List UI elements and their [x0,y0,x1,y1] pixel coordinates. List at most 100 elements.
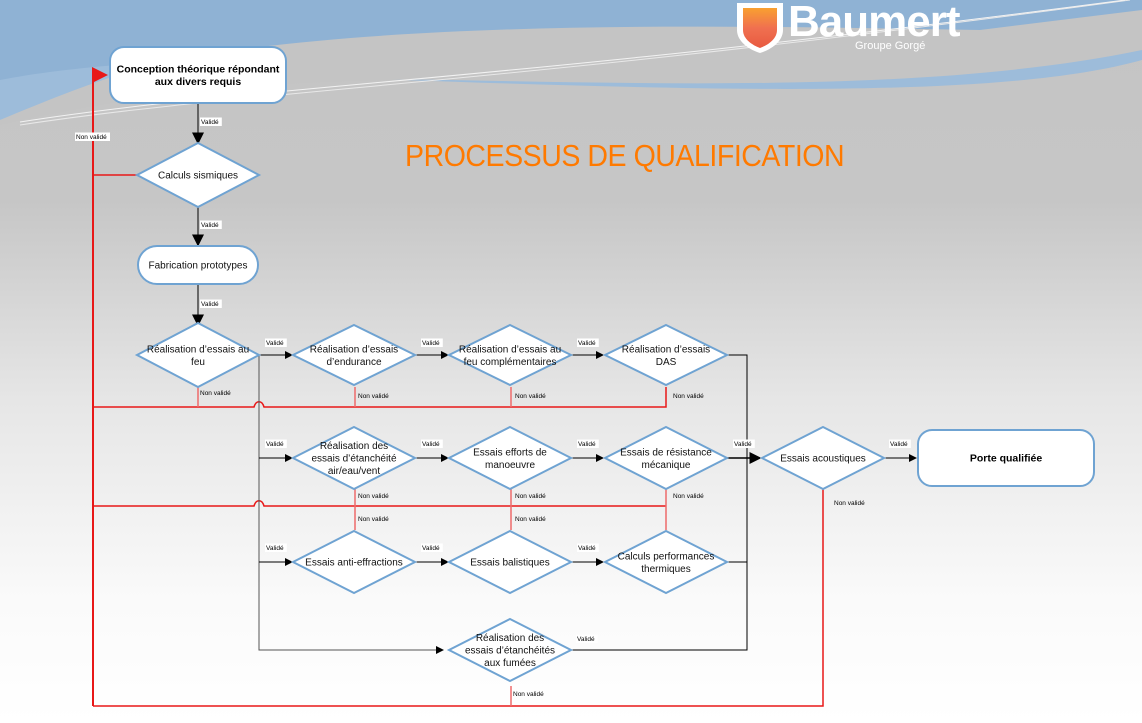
essais-feu-compl-label-line: Réalisation d’essais au [459,344,561,355]
not-valid-label: Non validé [358,493,389,500]
anti-effractions-shape [290,529,418,595]
essais-das-shape [602,323,730,387]
label-background [421,439,443,448]
valid-label: Validé [890,441,908,448]
label-background [265,439,287,448]
not-valid-label: Non validé [515,393,546,400]
node-essais-feu-compl: Réalisation d’essais au feu complémentair… [446,323,574,387]
conception-shape [109,46,287,104]
right-collector-line [571,354,748,651]
node-acoustiques: Essais acoustiques [759,425,887,491]
efforts-manoeuvre-shape [446,425,574,491]
valid-label: Validé [201,301,219,308]
not-valid-label: Non validé [673,493,704,500]
not-valid-label: Non validé [834,500,865,507]
node-balistiques: Essais balistiques [446,529,574,595]
not-valid-label: Non validé [515,493,546,500]
not-valid-label: Non validé [513,691,544,698]
valid-label: Validé [422,545,440,552]
valid-label: Validé [577,636,595,643]
etancheite-fumees-shape [446,617,574,683]
node-fabrication: Fabrication prototypes [137,245,259,285]
label-background [889,439,911,448]
resistance-meca-label-line: mécanique [642,460,691,471]
label-background [576,634,598,643]
perf-thermiques-shape [602,529,730,595]
conception-label-line: Conception théorique répondant [117,63,280,75]
label-background [200,220,222,229]
row2-invalid-line [93,500,666,507]
porte-qualifiee-shape [917,429,1095,487]
etancheite-air-label-line: air/eau/vent [328,466,380,477]
etancheite-fumees-label-line: aux fumées [484,658,536,669]
essais-feu-compl-label-line: feu complémentaires [464,357,557,368]
balistiques-shape [446,529,574,595]
label-background [265,338,287,347]
node-etancheite-air: Réalisation des essais d’étanchéitéair/ea… [290,425,418,491]
essais-endurance-shape [290,323,418,387]
essais-feu-shape [134,321,262,389]
fabrication-label-line: Fabrication prototypes [149,261,248,272]
resistance-meca-shape [602,425,730,491]
not-valid-label: Non validé [358,516,389,523]
swoosh-line-2 [19,0,1126,123]
anti-effractions-label-line: Essais anti-effractions [305,558,403,569]
not-valid-label: Non validé [200,390,231,397]
node-porte-qualifiee: Porte qualifiée [917,429,1095,487]
valid-label: Validé [266,545,284,552]
perf-thermiques-label-line: Calculs performances [618,551,715,562]
essais-feu-compl-shape [446,323,574,387]
label-background [577,439,599,448]
not-valid-label: Non validé [515,516,546,523]
etancheite-air-label-line: essais d’étanchéité [311,454,396,465]
logo-brand: Baumert [788,0,960,46]
label-background [200,117,222,126]
not-valid-label: Non validé [358,393,389,400]
node-essais-feu: Réalisation d’essais au feu [134,321,262,389]
perf-thermiques-label-line: thermiques [641,564,690,575]
label-background [577,543,599,552]
valid-label: Validé [422,340,440,347]
label-background [265,543,287,552]
calculs-sismiques-label-line: Calculs sismiques [158,171,238,182]
efforts-manoeuvre-label-line: manoeuvre [485,460,535,471]
grey-swoosh [0,10,1142,125]
essais-feu-label-line: Réalisation d’essais au [147,344,249,355]
not-valid-label: Non validé [673,393,704,400]
label-background [421,338,443,347]
valid-label: Validé [266,441,284,448]
valid-label: Validé [578,340,596,347]
valid-label: Validé [266,340,284,347]
node-anti-effractions: Essais anti-effractions [290,529,418,595]
etancheite-fumees-label-line: essais d’étanchéités [465,646,555,657]
etancheite-air-shape [290,425,418,491]
swoosh-line-1 [19,0,1131,126]
label-background [421,543,443,552]
row1-invalid-drops [197,387,512,407]
return-to-conception-line [92,67,108,706]
valid-label: Validé [578,545,596,552]
node-perf-thermiques: Calculs performances thermiques [602,529,730,595]
label-background [577,338,599,347]
etancheite-air-label-line: Réalisation des [320,441,388,452]
invalid-return-lines [92,67,824,707]
essais-feu-label-line: feu [191,357,205,368]
logo-subtitle: Groupe Gorgé [855,40,926,52]
node-resistance-meca: Essais de résistance mécanique [602,425,730,491]
row1-invalid-line [93,387,667,408]
resistance-meca-label-line: Essais de résistance [620,447,712,458]
essais-endurance-label-line: Réalisation d’essais [310,344,398,355]
valid-label: Validé [734,441,752,448]
label-background [200,299,222,308]
valid-label: Validé [578,441,596,448]
porte-qualifiee-label-line: Porte qualifiée [970,453,1043,465]
etancheite-fumees-label-line: Réalisation des [476,633,544,644]
node-calculs-sismiques: Calculs sismiques [134,141,262,209]
